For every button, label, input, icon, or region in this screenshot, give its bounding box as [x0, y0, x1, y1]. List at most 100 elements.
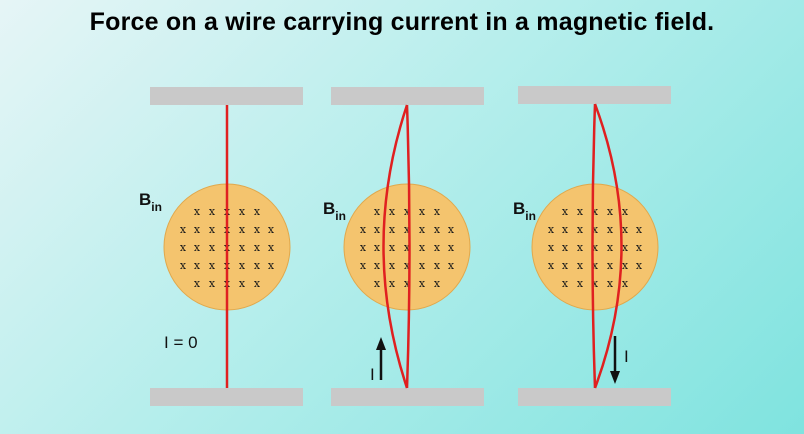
field-x-mark: x — [548, 259, 555, 272]
field-x-mark: x — [180, 241, 187, 254]
wire-deflected-right — [593, 103, 623, 389]
arrow-head-up-icon — [376, 337, 386, 350]
field-x-mark: x — [636, 259, 643, 272]
field-x-mark: x — [239, 223, 246, 236]
field-x-mark: x — [448, 223, 455, 236]
field-x-mark: x — [562, 277, 569, 290]
top-support-bar — [150, 87, 303, 105]
field-x-mark: x — [548, 241, 555, 254]
field-x-mark: x — [360, 223, 367, 236]
field-x-mark: x — [434, 241, 441, 254]
field-x-mark: x — [577, 277, 584, 290]
top-support-bar — [518, 86, 671, 104]
field-x-mark: x — [194, 259, 201, 272]
field-x-mark: x — [180, 223, 187, 236]
field-x-mark: x — [607, 277, 614, 290]
field-x-mark: x — [622, 241, 629, 254]
field-x-mark: x — [254, 205, 261, 218]
field-x-mark: x — [577, 241, 584, 254]
field-x-mark: x — [562, 205, 569, 218]
field-x-mark: x — [268, 241, 275, 254]
field-x-mark: x — [607, 259, 614, 272]
field-x-mark: x — [577, 205, 584, 218]
page-title: Force on a wire carrying current in a ma… — [89, 8, 715, 36]
field-x-mark: x — [434, 277, 441, 290]
field-x-mark: x — [389, 277, 396, 290]
field-x-mark: x — [374, 259, 381, 272]
field-x-mark: x — [577, 259, 584, 272]
field-x-mark: x — [254, 277, 261, 290]
field-x-mark: x — [636, 241, 643, 254]
field-label: Bin — [323, 199, 346, 223]
field-x-mark: x — [239, 277, 246, 290]
field-x-mark: x — [636, 223, 643, 236]
field-x-mark: x — [254, 241, 261, 254]
field-x-mark: x — [404, 259, 411, 272]
field-x-mark: x — [404, 241, 411, 254]
current-label: I — [370, 365, 375, 384]
wire-rest-position — [405, 104, 411, 389]
field-x-mark: x — [434, 205, 441, 218]
field-x-mark: x — [434, 223, 441, 236]
field-x-mark: x — [239, 259, 246, 272]
field-x-mark: x — [404, 205, 411, 218]
field-x-mark: x — [389, 205, 396, 218]
field-x-mark: x — [448, 259, 455, 272]
field-x-mark: x — [607, 223, 614, 236]
field-x-mark: x — [577, 223, 584, 236]
field-x-mark: x — [419, 241, 426, 254]
field-x-mark: x — [548, 223, 555, 236]
field-x-mark: x — [448, 241, 455, 254]
top-support-bar — [331, 87, 484, 105]
field-x-mark: x — [419, 259, 426, 272]
current-label: I = 0 — [164, 333, 198, 352]
field-x-mark: x — [592, 277, 599, 290]
current-label: I — [624, 347, 629, 366]
field-x-mark: x — [194, 205, 201, 218]
field-x-mark: x — [389, 223, 396, 236]
field-x-mark: x — [404, 223, 411, 236]
field-x-mark: x — [194, 241, 201, 254]
magnetic-field-region — [531, 183, 659, 311]
field-x-mark: x — [374, 205, 381, 218]
field-x-mark: x — [360, 259, 367, 272]
field-x-mark: x — [622, 277, 629, 290]
wire-rest-position — [591, 103, 597, 389]
field-x-mark: x — [622, 205, 629, 218]
magnetic-field-region — [343, 183, 471, 311]
field-x-mark: x — [194, 223, 201, 236]
field-x-mark: x — [622, 223, 629, 236]
field-x-mark: x — [268, 259, 275, 272]
field-x-mark: x — [592, 241, 599, 254]
field-x-mark: x — [209, 223, 216, 236]
field-x-mark: x — [209, 277, 216, 290]
field-label: Bin — [139, 190, 162, 214]
field-x-mark: x — [562, 259, 569, 272]
field-x-mark: x — [360, 241, 367, 254]
field-x-mark: x — [419, 223, 426, 236]
field-x-mark: x — [607, 205, 614, 218]
field-x-mark: x — [592, 259, 599, 272]
field-x-mark: x — [268, 223, 275, 236]
field-x-mark: x — [254, 223, 261, 236]
field-x-mark: x — [209, 205, 216, 218]
field-x-mark: x — [389, 241, 396, 254]
field-x-mark: x — [239, 241, 246, 254]
field-x-mark: x — [374, 223, 381, 236]
field-x-mark: x — [404, 277, 411, 290]
field-x-mark: x — [180, 259, 187, 272]
field-x-mark: x — [562, 223, 569, 236]
field-x-mark: x — [592, 205, 599, 218]
wire-deflected-left — [382, 104, 409, 389]
field-x-mark: x — [622, 259, 629, 272]
field-x-mark: x — [194, 277, 201, 290]
field-x-mark: x — [419, 205, 426, 218]
field-label: Bin — [513, 199, 536, 223]
bottom-support-bar — [150, 388, 303, 406]
